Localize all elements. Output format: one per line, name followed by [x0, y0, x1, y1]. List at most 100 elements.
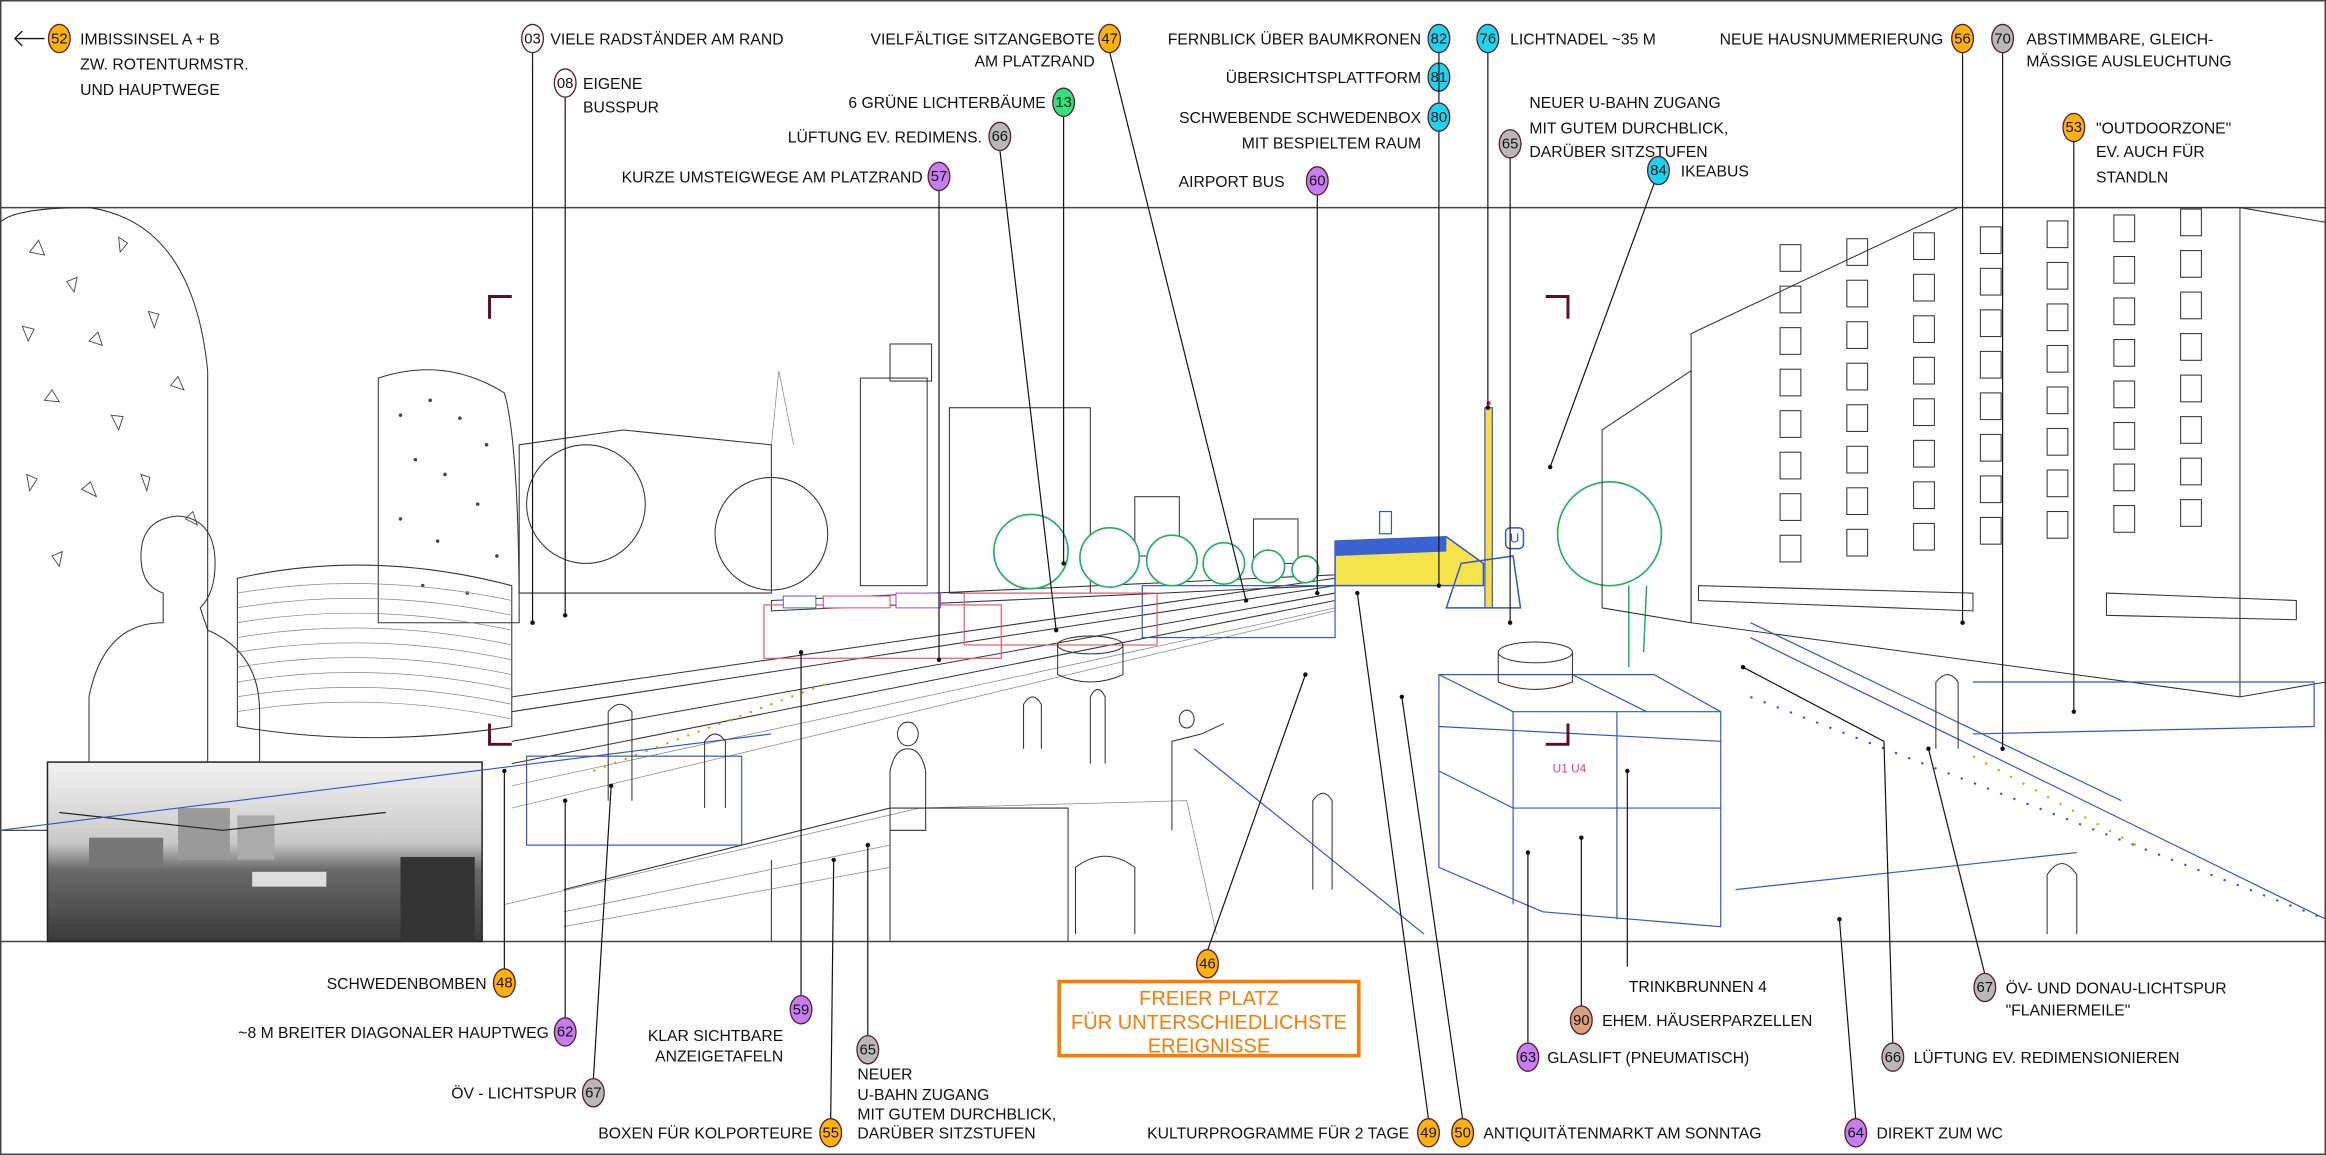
- callout-text: UND HAUPTWEGE: [80, 82, 220, 99]
- badge-number: 64: [1848, 1126, 1865, 1142]
- window: [2046, 469, 2069, 498]
- window: [1779, 493, 1802, 521]
- window: [2046, 303, 2069, 332]
- svg-text:U: U: [1510, 531, 1520, 546]
- callout-text: LÜFTUNG EV. REDIMENSIONIEREN: [1914, 1049, 2180, 1067]
- window: [2046, 511, 2069, 539]
- badge-number: 67: [585, 1085, 602, 1101]
- callout-text: EIGENE: [583, 76, 642, 93]
- callout-text: SCHWEDENBOMBEN: [327, 976, 487, 993]
- window: [1846, 279, 1869, 308]
- leader-dot: [936, 657, 942, 663]
- number-badge: [492, 968, 516, 998]
- leader-line: [1549, 183, 1655, 468]
- callout-49: 49 KULTURPROGRAMME FÜR 2 TAGE: [1147, 590, 1441, 1148]
- callout-text: BUSSPUR: [583, 100, 659, 117]
- window: [1913, 481, 1935, 510]
- number-badge: [1516, 1042, 1540, 1072]
- window: [1779, 244, 1802, 272]
- window: [2113, 339, 2136, 367]
- window: [2180, 291, 2202, 320]
- window: [1913, 273, 1935, 302]
- number-badge: [988, 121, 1012, 152]
- view-brackets: [488, 295, 1570, 746]
- leader-dot: [1837, 917, 1842, 922]
- callout-text: GLASLIFT (PNEUMATISCH): [1547, 1050, 1749, 1067]
- badge-number: 90: [1573, 1013, 1590, 1029]
- window: [1979, 267, 2002, 296]
- callout-text: EV. AUCH FÜR: [2096, 143, 2205, 161]
- number-badge: [581, 1077, 605, 1108]
- number-badge: [1844, 1118, 1868, 1148]
- leader-dot: [562, 613, 568, 618]
- number-badge: [1098, 23, 1122, 54]
- callout-text: KURZE UMSTEIGWEGE AM PLATZRAND: [622, 169, 923, 186]
- leader-dot: [530, 620, 535, 625]
- number-badge: [1646, 155, 1670, 186]
- striped-pavilion: [236, 564, 513, 739]
- leader-dot: [1547, 464, 1553, 470]
- window: [1846, 362, 1869, 391]
- leader-dot: [831, 857, 836, 863]
- window: [1913, 315, 1935, 344]
- callout-text: "FLANIERMEILE": [2006, 1003, 2131, 1020]
- badge-number: 57: [931, 169, 948, 185]
- number-badge: [927, 161, 951, 192]
- dome-right: [377, 369, 520, 624]
- leader-line: [1109, 51, 1247, 601]
- callout-text: "OUTDOORZONE": [2096, 120, 2231, 137]
- leader-dot: [1625, 768, 1630, 774]
- window: [1979, 309, 2002, 338]
- badge-number: 76: [1480, 31, 1497, 47]
- callout-text: AIRPORT BUS: [1179, 174, 1285, 191]
- badge-number: 47: [1101, 31, 1118, 47]
- window: [1979, 226, 2002, 255]
- leader-dot: [1960, 620, 1965, 625]
- window: [1779, 410, 1802, 438]
- highlight-text: FÜR UNTERSCHIEDLICHSTE: [1071, 1012, 1347, 1034]
- callout-text: U-BAHN ZUGANG: [857, 1087, 989, 1104]
- green-light-trees: [993, 481, 1663, 668]
- window: [1846, 528, 1869, 557]
- callout-text: LÜFTUNG EV. REDIMENS.: [788, 128, 982, 146]
- badge-number: 65: [860, 1042, 877, 1058]
- window: [2113, 463, 2136, 492]
- window: [2180, 416, 2202, 444]
- number-badge: [553, 68, 577, 98]
- number-badge: [553, 1017, 577, 1047]
- callout-text: SCHWEBENDE SCHWEDENBOX: [1179, 110, 1421, 127]
- window: [1846, 321, 1869, 349]
- callout-text: DIREKT ZUM WC: [1877, 1126, 2003, 1143]
- callout-text: ANTIQUITÄTENMARKT AM SONNTAG: [1483, 1125, 1761, 1143]
- number-badge: [1569, 1005, 1593, 1035]
- leader-dot: [1740, 664, 1746, 670]
- number-badge: [1498, 129, 1522, 159]
- badge-number: 84: [1650, 163, 1667, 179]
- badge-number: 49: [1420, 1126, 1437, 1142]
- building-windows: [1779, 208, 2202, 563]
- callout-text: ABSTIMMBARE, GLEICH-: [2026, 31, 2213, 48]
- leader-dot: [1243, 598, 1249, 603]
- floating-box-platform: U: [1334, 401, 1525, 609]
- window: [2046, 427, 2069, 456]
- leader-line: [1356, 592, 1430, 1120]
- window: [2113, 297, 2136, 326]
- callout-text: EHEM. HÄUSERPARZELLEN: [1602, 1012, 1812, 1030]
- number-badge: [1427, 102, 1451, 132]
- badge-number: 55: [822, 1126, 839, 1142]
- callout-text: AM PLATZRAND: [974, 54, 1094, 71]
- callout-text: 6 GRÜNE LICHTERBÄUME: [848, 94, 1045, 112]
- callout-text: KULTURPROGRAMME FÜR 2 TAGE: [1147, 1125, 1409, 1143]
- badge-number: 52: [51, 31, 68, 47]
- callout-text: ÖV- UND DONAU-LICHTSPUR: [2006, 979, 2227, 997]
- leader-dot: [1485, 405, 1491, 410]
